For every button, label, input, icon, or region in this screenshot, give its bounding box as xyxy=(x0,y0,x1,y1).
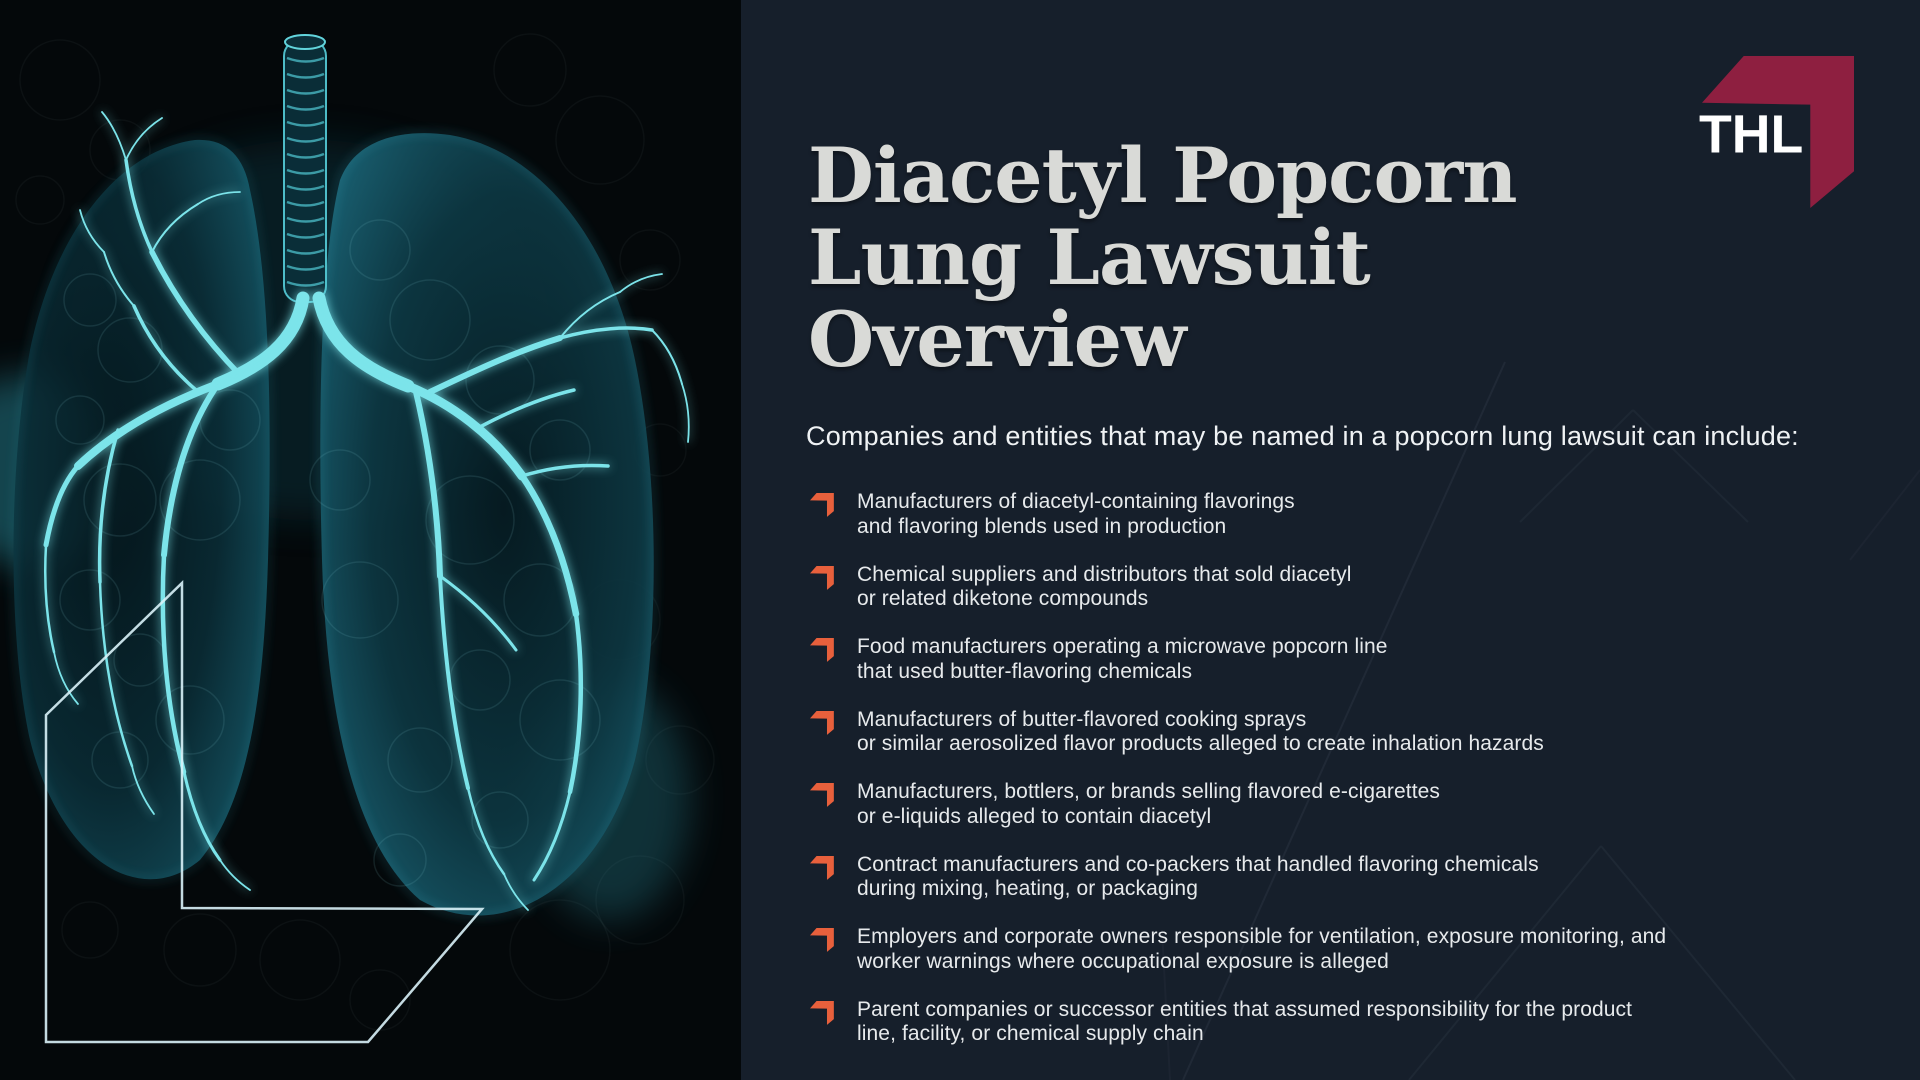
arrow-bullet-icon xyxy=(810,493,834,517)
lungs-xray-image xyxy=(0,0,741,1080)
list-item-text: Manufacturers of diacetyl-containing fla… xyxy=(857,490,1295,538)
list-item-text: Contract manufacturers and co-packers th… xyxy=(857,852,1539,901)
list-item-text: Food manufacturers operating a microwave… xyxy=(857,635,1388,683)
thl-logo-text: THL xyxy=(1699,104,1803,164)
page-title: Diacetyl Popcorn Lung Lawsuit Overview xyxy=(808,130,1517,384)
list-item: Contract manufacturers and co-packers th… xyxy=(810,853,1890,902)
list-item: Manufacturers of diacetyl-containing fla… xyxy=(810,490,1890,539)
arrow-bullet-icon xyxy=(810,710,834,735)
arrow-bullet-icon xyxy=(810,1000,834,1025)
arrow-bullet-icon xyxy=(810,783,834,807)
entities-list: Manufacturers of diacetyl-containing fla… xyxy=(810,490,1890,1070)
list-item-text: Employers and corporate owners responsib… xyxy=(857,925,1667,973)
arrow-bullet-icon xyxy=(810,638,834,662)
list-item: Food manufacturers operating a microwave… xyxy=(810,635,1890,684)
arrow-bullet-icon xyxy=(810,855,834,880)
list-item: Manufacturers, bottlers, or brands selli… xyxy=(810,780,1890,829)
list-item: Manufacturers of butter-flavored cooking… xyxy=(810,708,1890,757)
right-lung-lobe xyxy=(320,133,654,916)
lungs-illustration xyxy=(0,0,741,1080)
arrow-bullet-icon xyxy=(810,565,834,590)
thl-logo: THL xyxy=(1699,56,1855,209)
list-item: Parent companies or successor entities t… xyxy=(810,998,1890,1047)
list-item-text: Manufacturers of butter-flavored cooking… xyxy=(857,707,1544,756)
list-item-text: Parent companies or successor entities t… xyxy=(857,997,1633,1046)
wireframe-box xyxy=(44,580,485,1044)
intro-text: Companies and entities that may be named… xyxy=(806,421,1799,451)
trachea xyxy=(283,34,327,303)
thl-arrow-icon xyxy=(1702,56,1855,209)
left-lung-lobe xyxy=(13,139,270,880)
list-item-text: Manufacturers, bottlers, or brands selli… xyxy=(857,780,1441,828)
arrow-bullet-icon xyxy=(810,928,834,952)
list-item-text: Chemical suppliers and distributors that… xyxy=(857,562,1352,611)
list-item: Chemical suppliers and distributors that… xyxy=(810,563,1890,612)
list-item: Employers and corporate owners responsib… xyxy=(810,925,1890,974)
alveoli-bubbles xyxy=(55,219,601,887)
